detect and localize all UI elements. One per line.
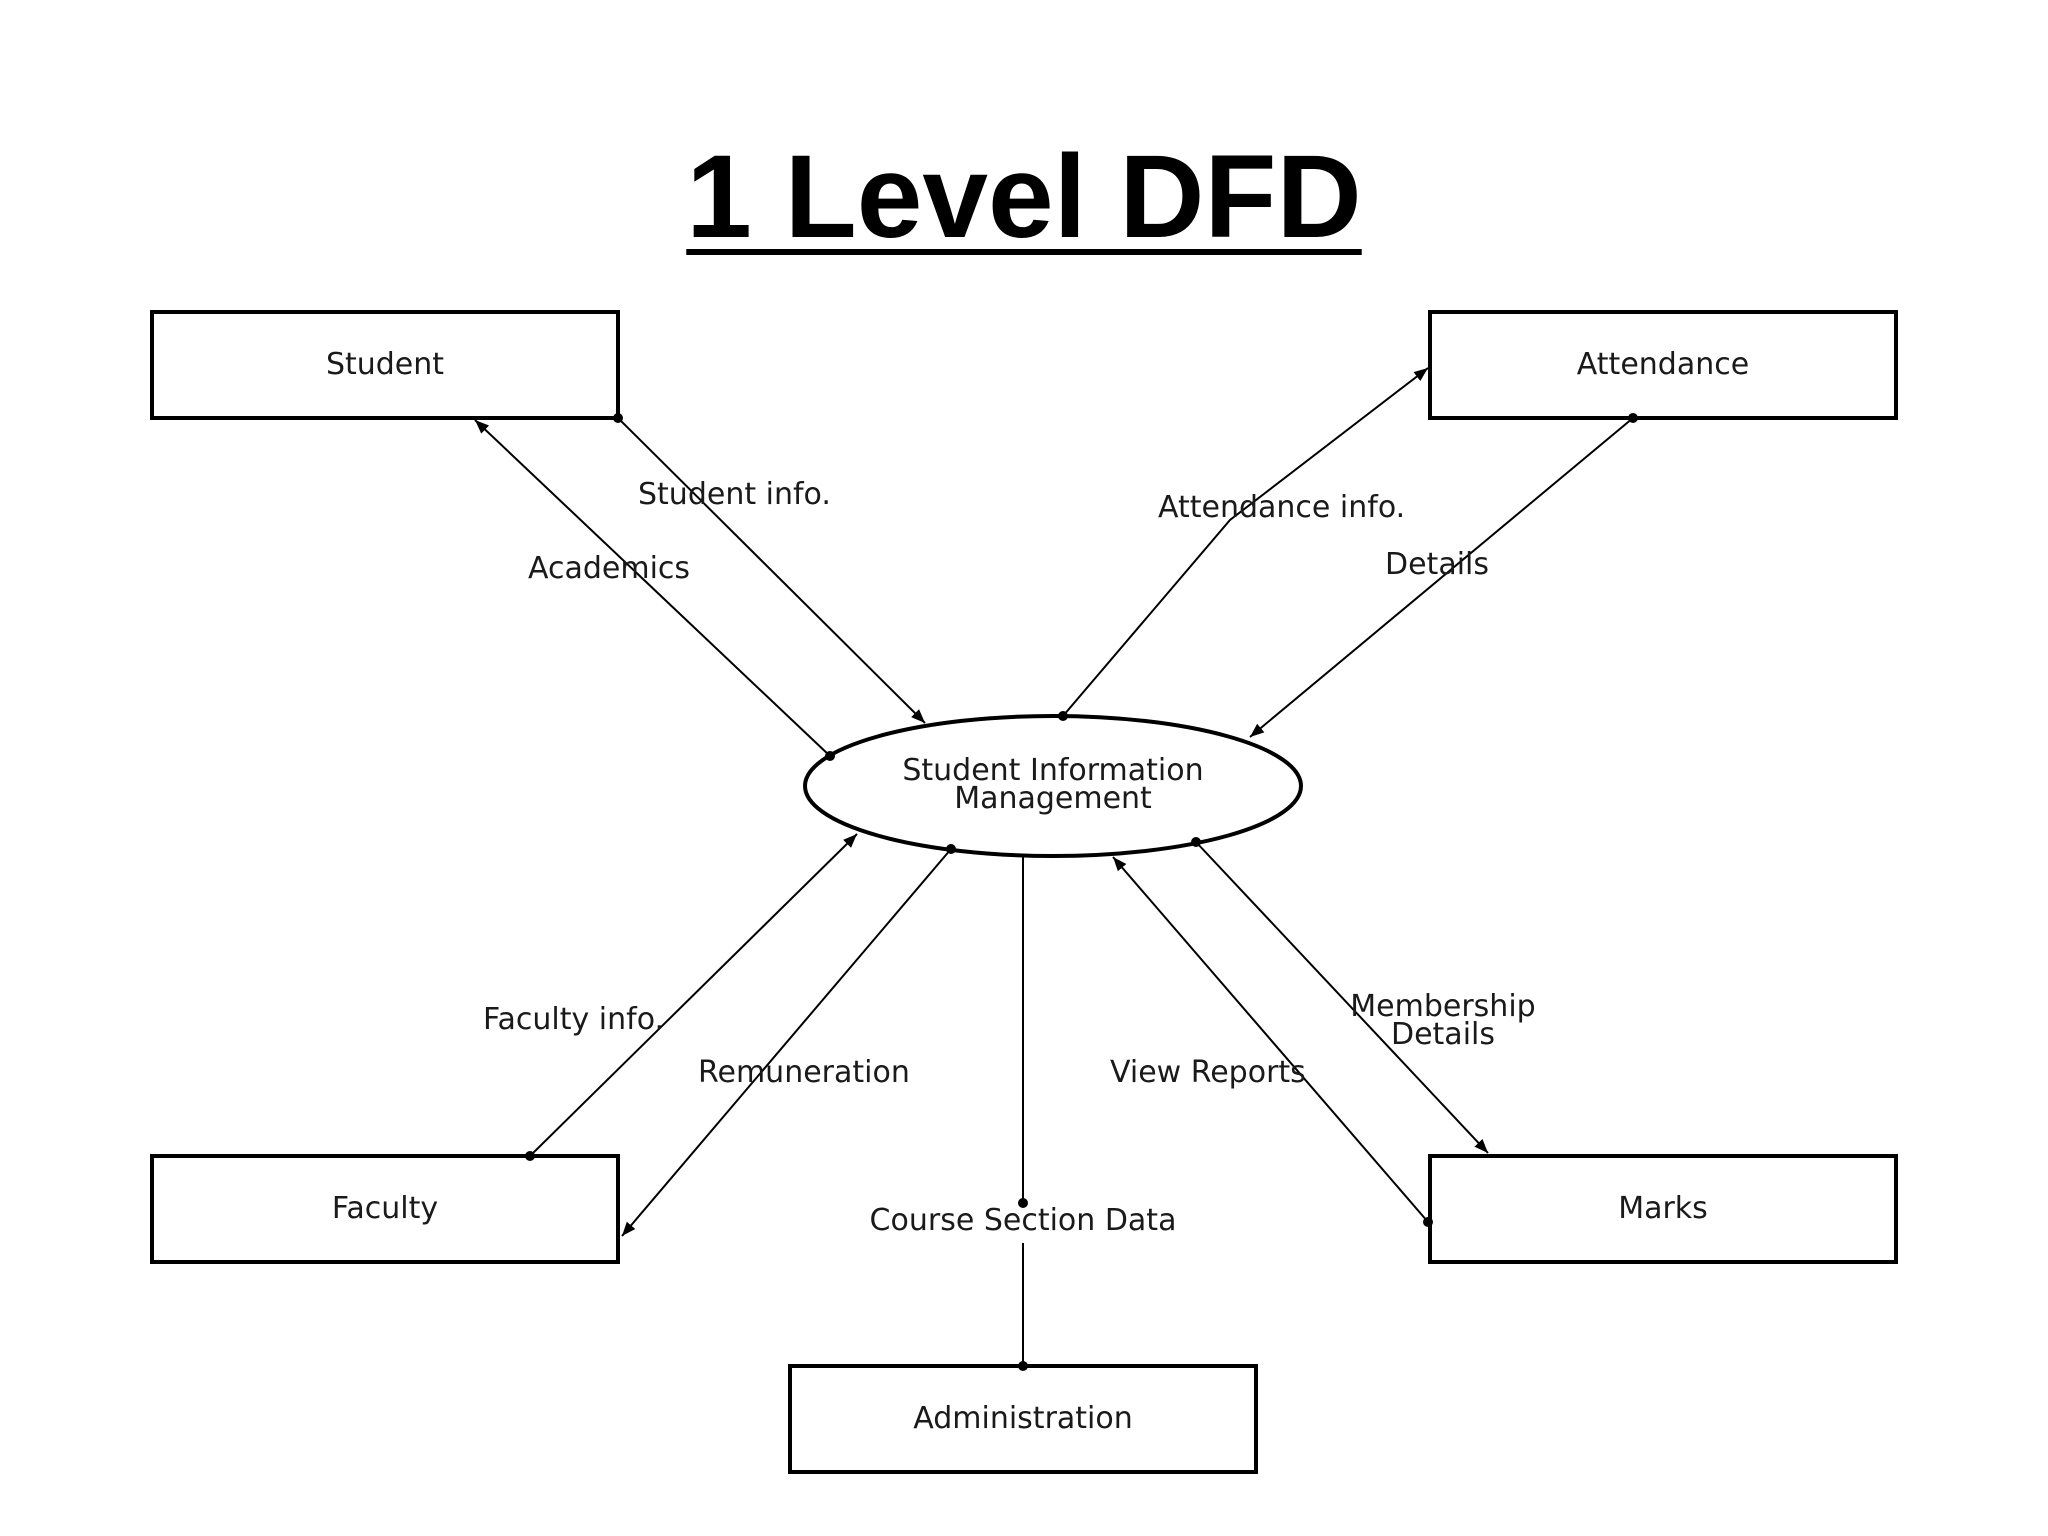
flow-label-student-info: Student info. — [638, 477, 831, 512]
flow-course-section-data: Course Section Data — [870, 856, 1177, 1371]
flow-membership-details: Membership Details — [1191, 837, 1536, 1154]
entity-student[interactable]: Student — [150, 310, 620, 420]
flow-label-faculty-info: Faculty info. — [483, 1002, 664, 1037]
flow-view-reports: View Reports — [1110, 856, 1433, 1227]
entity-marks-label: Marks — [1618, 1191, 1708, 1226]
entity-administration[interactable]: Administration — [788, 1364, 1258, 1474]
entity-administration-label: Administration — [913, 1401, 1133, 1436]
process-student-information-management[interactable]: Student Information Management — [803, 714, 1303, 858]
flow-label-attendance-info: Attendance info. — [1158, 490, 1405, 525]
flow-label-details: Details — [1385, 547, 1489, 582]
flow-attendance-info: Attendance info. — [1058, 367, 1429, 721]
entity-student-label: Student — [326, 347, 444, 382]
entity-faculty-label: Faculty — [332, 1191, 438, 1226]
flow-label-academics: Academics — [528, 551, 690, 586]
flow-label-membership-line1: Membership — [1350, 989, 1535, 1024]
entity-faculty[interactable]: Faculty — [150, 1154, 620, 1264]
page-title: 1 Level DFD — [686, 131, 1362, 263]
process-label-line2: Management — [954, 781, 1152, 816]
flow-label-course-section-data: Course Section Data — [870, 1203, 1177, 1238]
flow-label-membership-line2: Details — [1391, 1017, 1495, 1052]
flow-faculty-info: Faculty info. — [483, 833, 858, 1161]
flow-student-info: Student info. — [613, 413, 926, 724]
flow-remuneration: Remuneration — [621, 844, 956, 1237]
entity-marks[interactable]: Marks — [1428, 1154, 1898, 1264]
flow-label-remuneration: Remuneration — [698, 1055, 910, 1090]
flow-label-view-reports: View Reports — [1110, 1055, 1306, 1090]
process-label-line1: Student Information — [902, 753, 1203, 788]
entity-attendance-label: Attendance — [1577, 347, 1749, 382]
entity-attendance[interactable]: Attendance — [1428, 310, 1898, 420]
flow-details: Details — [1249, 413, 1638, 738]
flow-academics: Academics — [474, 419, 835, 761]
